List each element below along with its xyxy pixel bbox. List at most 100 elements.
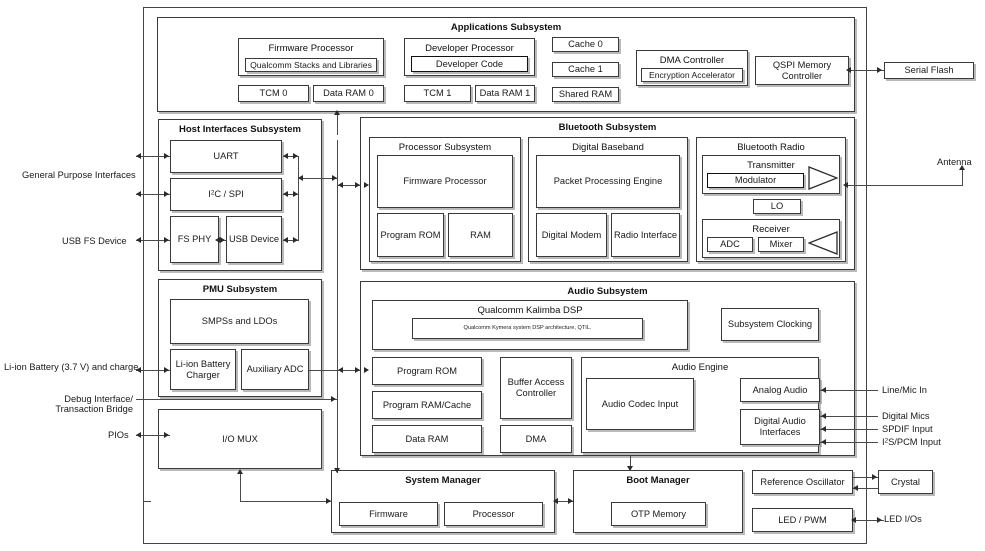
arrow-gpi-uart-right bbox=[164, 153, 169, 159]
otp-memory-box: OTP Memory bbox=[611, 502, 706, 526]
bootmgr-feed-v bbox=[630, 456, 631, 470]
bt-program-rom-box: Program ROM bbox=[377, 213, 444, 257]
battery-line bbox=[136, 370, 170, 371]
bus-vertical-main bbox=[337, 140, 338, 473]
transmitter-amplifier-icon bbox=[808, 166, 838, 190]
arrow-host-to-bus-left bbox=[298, 175, 303, 181]
arrow-bootmgr-down bbox=[627, 466, 633, 471]
debug-bridge-line bbox=[136, 399, 337, 400]
smps-ldo-box: SMPSs and LDOs bbox=[170, 299, 309, 344]
digital-modem-box: Digital Modem bbox=[536, 213, 607, 257]
arrow-qspi-left bbox=[846, 67, 851, 73]
arrow-debug-bridge bbox=[331, 396, 336, 402]
arrow-i2s-pcm bbox=[821, 439, 826, 445]
antenna-v-line bbox=[962, 168, 963, 186]
arrow-fsphy-usb-left bbox=[215, 237, 220, 243]
arrow-ledpwm-right bbox=[877, 517, 882, 523]
buffer-access-controller-label: Buffer Access Controller bbox=[507, 377, 565, 398]
bus-arrow-down-sysmgr bbox=[334, 468, 340, 473]
line-mic-line bbox=[820, 390, 878, 391]
label-line-mic-in: Line/Mic In bbox=[882, 385, 927, 395]
host-to-bus bbox=[298, 178, 337, 179]
label-led-ios: LED I/Os bbox=[884, 514, 922, 524]
boot-manager-title: Boot Manager bbox=[626, 475, 690, 486]
arrow-spdif bbox=[821, 426, 826, 432]
digital-audio-interfaces-box: Digital Audio Interfaces bbox=[740, 409, 820, 445]
system-manager-firmware-box: Firmware bbox=[339, 502, 438, 526]
arrow-apps-up bbox=[334, 110, 340, 115]
battery-charger-label: Li-ion Battery Charger bbox=[175, 358, 231, 380]
arrow-usbfs-left bbox=[136, 237, 141, 243]
apps-down-line bbox=[337, 112, 338, 135]
arrow-fsphy-usb-right bbox=[220, 237, 225, 243]
qspi-to-flash bbox=[849, 70, 884, 71]
crystal-box: Crystal bbox=[878, 470, 933, 494]
arrow-crystal-to-refosc bbox=[853, 485, 858, 491]
arrow-pios-right bbox=[164, 432, 169, 438]
arrow-usbfs-right bbox=[164, 237, 169, 243]
buffer-access-controller-box: Buffer Access Controller bbox=[500, 357, 572, 419]
arrow-sysmgr-bootmgr-right bbox=[568, 498, 573, 504]
arrow-battery-left bbox=[136, 367, 141, 373]
arrow-refosc-to-crystal bbox=[872, 474, 877, 480]
arrow-gpi-i2c-left bbox=[136, 191, 141, 197]
refosc-crystal-bot bbox=[853, 488, 878, 489]
arrow-antenna-up bbox=[959, 165, 965, 170]
arrow-gpi-uart-left bbox=[136, 153, 141, 159]
label-li-ion-battery: Li-ion Battery (3.7 V) and charge bbox=[4, 362, 139, 372]
label-general-purpose-interfaces: General Purpose Interfaces bbox=[22, 170, 136, 180]
arrow-uart-left bbox=[283, 153, 288, 159]
spdif-line bbox=[820, 429, 878, 430]
cache-0-box: Cache 0 bbox=[552, 37, 619, 52]
host-i2c-stub bbox=[283, 194, 299, 195]
arrow-usb-left bbox=[283, 237, 288, 243]
label-spdif-input: SPDIF Input bbox=[882, 424, 933, 434]
bus-to-bluetooth bbox=[337, 185, 360, 186]
audio-codec-input-box: Audio Codec Input bbox=[586, 378, 694, 430]
arrow-bus-audio-left bbox=[338, 367, 343, 373]
arrow-uart-right bbox=[293, 153, 298, 159]
iomux-sysmgr-v bbox=[240, 472, 241, 502]
firmware-processor-apps-title: Firmware Processor bbox=[268, 43, 354, 54]
modulator-box: Modulator bbox=[707, 173, 804, 188]
arrow-ledpwm-left bbox=[851, 517, 856, 523]
developer-code-box: Developer Code bbox=[411, 56, 528, 72]
label-usb-fs-device: USB FS Device bbox=[62, 236, 127, 246]
subsystem-clocking-box: Subsystem Clocking bbox=[721, 308, 819, 341]
gpi-line-i2c bbox=[136, 194, 170, 195]
arrow-host-to-bus-right bbox=[332, 175, 337, 181]
bt-ram-box: RAM bbox=[448, 213, 513, 257]
system-manager-processor-box: Processor bbox=[444, 502, 543, 526]
system-manager-title: System Manager bbox=[405, 475, 481, 486]
arrow-sysmgr-bootmgr-left bbox=[553, 498, 558, 504]
arrow-bus-bt-right bbox=[355, 182, 360, 188]
tcm-1-box: TCM 1 bbox=[404, 85, 471, 102]
arrow-bt-internal bbox=[364, 182, 369, 188]
i2s-pcm-line bbox=[820, 442, 878, 443]
iomux-sysmgr-h bbox=[240, 501, 331, 502]
arrow-usb-right bbox=[293, 237, 298, 243]
label-antenna: Antenna bbox=[937, 157, 972, 167]
host-uart-stub bbox=[283, 156, 299, 157]
label-digital-mics: Digital Mics bbox=[882, 411, 930, 421]
bus-to-audio bbox=[337, 370, 360, 371]
tcm-0-box: TCM 0 bbox=[238, 85, 309, 102]
ledpwm-line bbox=[853, 520, 884, 521]
qspi-memory-controller-box: QSPI Memory Controller bbox=[755, 56, 849, 85]
audio-program-rom-box: Program ROM bbox=[372, 357, 482, 385]
arrow-gpi-i2c-right bbox=[164, 191, 169, 197]
label-i2s-pcm-input: I2S/PCM Input bbox=[882, 437, 941, 447]
bt-firmware-processor-box: Firmware Processor bbox=[377, 155, 513, 208]
host-interfaces-subsystem-title: Host Interfaces Subsystem bbox=[179, 124, 301, 135]
radio-interface-box: Radio Interface bbox=[611, 213, 680, 257]
encryption-accelerator-box: Encryption Accelerator bbox=[641, 68, 743, 82]
audio-program-ram-cache-box: Program RAM/Cache bbox=[372, 391, 482, 419]
arrow-flash-right bbox=[877, 67, 882, 73]
packet-processing-engine-box: Packet Processing Engine bbox=[536, 155, 680, 208]
usb-device-box: USB Device bbox=[226, 216, 282, 263]
label-pios: PIOs bbox=[108, 430, 129, 440]
antenna-h-line bbox=[846, 185, 963, 186]
audio-dma-box: DMA bbox=[500, 425, 572, 453]
digital-baseband-title: Digital Baseband bbox=[572, 142, 644, 153]
